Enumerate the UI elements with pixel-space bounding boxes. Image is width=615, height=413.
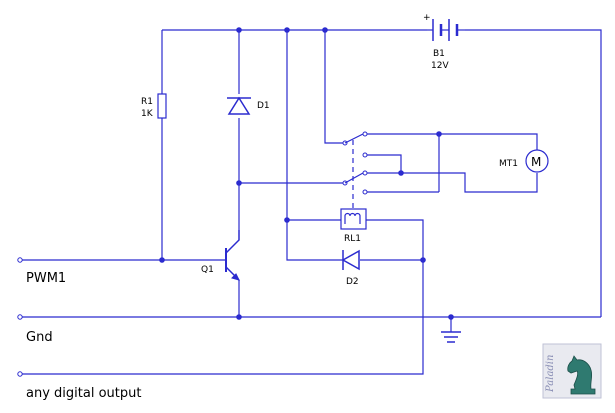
junction-dot [448,314,454,320]
junction-dot [236,27,242,33]
junction-dot [236,314,242,320]
pwm-port-label: PWM1 [26,271,66,286]
gnd-pin[interactable] [17,314,23,320]
pwm-pin[interactable] [17,257,23,263]
port-pins [17,257,23,377]
digital-port-label: any digital output [26,386,141,401]
junction-dot [420,257,426,263]
digital-output-pin[interactable] [17,371,23,377]
junction-dot [436,131,442,137]
logo-text: Paladin [545,355,556,393]
junction-dot [284,27,290,33]
battery-b1: + B1 12V [423,13,465,71]
ground-symbol [441,331,461,343]
diode-d1-label: D1 [257,101,270,111]
junction-dot [398,170,404,176]
motor-symbol: M [531,155,541,169]
knight-icon [567,355,596,395]
junctions [159,27,454,320]
diode-d2: D2 [341,249,360,287]
battery-plus-sign: + [423,13,431,23]
resistor-ref-label: R1 [141,97,153,107]
battery-ref-label: B1 [433,49,445,59]
battery-value-label: 12V [431,61,449,71]
junction-dot [236,180,242,186]
gnd-port-label: Gnd [26,330,53,345]
wires [20,29,602,375]
resistor-value-label: 1K [141,109,154,119]
motor-mt1: M MT1 [499,149,549,173]
relay-rl1: RL1 [340,131,368,244]
transistor-q1: Q1 [201,230,240,281]
transistor-label: Q1 [201,265,214,275]
diode-d2-label: D2 [346,277,359,287]
junction-dot [322,27,328,33]
motor-label: MT1 [499,159,518,169]
paladin-logo: Paladin [542,343,602,399]
diode-d1: D1 [227,96,270,115]
junction-dot [284,217,290,223]
relay-label: RL1 [344,234,361,244]
resistor-r1: R1 1K [141,93,167,119]
junction-dot [159,257,165,263]
